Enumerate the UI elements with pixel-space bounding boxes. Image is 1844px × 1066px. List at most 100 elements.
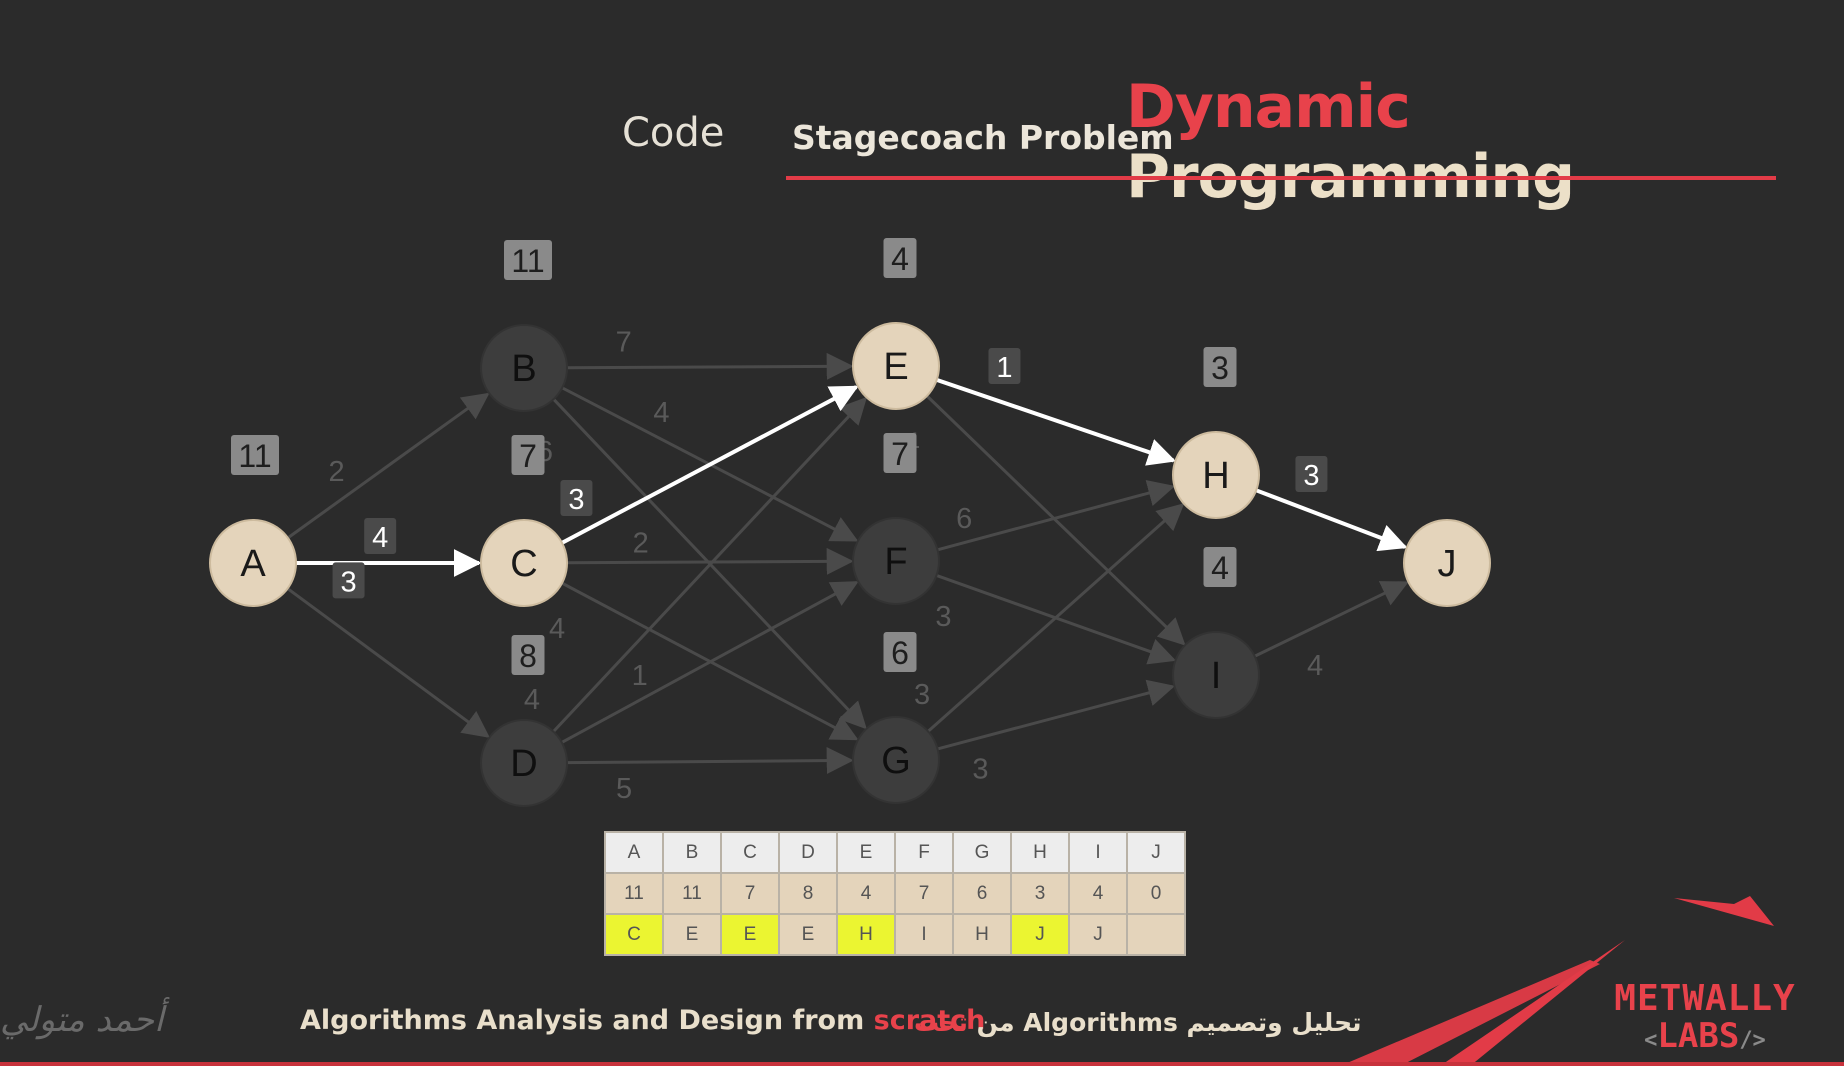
cost-value-G: 6 — [891, 635, 909, 671]
node-B — [480, 324, 568, 412]
edge-C-E — [561, 385, 859, 545]
edge-weight-B-F: 4 — [653, 397, 669, 429]
cost-value-C: 7 — [519, 438, 537, 474]
edge-A-D — [286, 587, 490, 738]
cost-badge-C — [511, 435, 545, 475]
edge-G-I — [937, 679, 1176, 751]
edge-I-J — [1254, 581, 1409, 658]
logo-wing-icon — [1674, 896, 1774, 926]
cost-value-A: 11 — [238, 438, 271, 474]
edge-weight-G-I: 3 — [972, 754, 988, 786]
edge-H-J — [1255, 488, 1408, 552]
dp-header-cell-B: B — [662, 831, 722, 874]
edge-G-H — [927, 503, 1185, 733]
edge-weight-A-D: 3 — [341, 566, 357, 598]
edge-B-E — [566, 352, 854, 380]
title-word-dynamic: Dynamic — [1126, 72, 1411, 142]
edge-weight-C-E: 3 — [568, 484, 584, 516]
dp-next-cell-B: E — [662, 913, 722, 956]
edge-weight-A-B: 2 — [329, 456, 345, 488]
dp-next-cell-C: E — [720, 913, 780, 956]
cost-value-E: 4 — [891, 241, 909, 277]
node-I — [1172, 631, 1260, 719]
logo-streak-icon — [1340, 940, 1625, 1066]
node-H — [1172, 431, 1260, 519]
weight-box-H-J — [1295, 455, 1328, 492]
node-label-I: I — [1211, 655, 1222, 697]
weight-box-A-C — [364, 518, 397, 554]
node-D — [480, 719, 568, 807]
edge-weight-I-J: 4 — [1307, 650, 1323, 682]
dp-next-cell-I: J — [1068, 913, 1128, 956]
lecture-subtitle: Stagecoach Problem — [792, 118, 1174, 157]
node-label-F: F — [884, 541, 907, 583]
node-label-B: B — [511, 348, 536, 390]
footer-course-title: Algorithms Analysis and Design from scra… — [300, 1005, 985, 1036]
edge-weight-D-F: 1 — [632, 660, 648, 692]
dp-next-cell-G: H — [952, 913, 1012, 956]
author-signature: أحمد متولي — [0, 1000, 164, 1040]
edge-D-F — [561, 581, 859, 744]
node-E — [852, 322, 940, 410]
edge-A-B — [287, 392, 490, 540]
edge-weight-D-G: 5 — [616, 773, 632, 805]
dp-header-cell-F: F — [894, 831, 954, 874]
node-label-C: C — [510, 543, 537, 585]
cost-badge-D — [511, 635, 545, 675]
edge-weight-C-G: 4 — [549, 613, 565, 645]
tab-code[interactable]: Code — [622, 110, 725, 156]
edge-weight-C-F: 2 — [633, 527, 649, 559]
dp-header-cell-G: G — [952, 831, 1012, 874]
edge-weight-F-H: 6 — [956, 503, 972, 535]
dp-cost-cell-G: 6 — [952, 872, 1012, 915]
node-F — [852, 517, 940, 605]
node-J — [1403, 519, 1491, 607]
dp-cost-cell-B: 11 — [662, 872, 722, 915]
dp-next-cell-J — [1126, 913, 1186, 956]
cost-badge-I — [1203, 547, 1237, 587]
weight-box-E-H — [988, 348, 1021, 385]
dp-cost-cell-H: 3 — [1010, 872, 1070, 915]
edge-D-G — [566, 747, 854, 775]
edge-E-H — [936, 377, 1177, 466]
dp-cost-cell-I: 4 — [1068, 872, 1128, 915]
dp-header-cell-A: A — [604, 831, 664, 874]
weight-box-C-E — [560, 480, 593, 517]
edge-weight-A-C: 4 — [372, 522, 388, 554]
edge-F-H — [937, 479, 1176, 552]
dp-header-cell-C: C — [720, 831, 780, 874]
edge-weight-E-H: 1 — [996, 352, 1012, 384]
cost-badge-H — [1203, 347, 1237, 387]
metwally-labs-logo: METWALLY <LABS/> — [1600, 980, 1810, 1059]
edge-weight-B-E: 7 — [616, 326, 632, 358]
edge-weight-F-I: 3 — [935, 601, 951, 633]
node-C — [480, 519, 568, 607]
cost-value-F: 7 — [891, 436, 909, 472]
footer-course-title-accent: scratch — [873, 1005, 986, 1036]
cost-value-I: 4 — [1211, 550, 1229, 586]
dp-cost-cell-J: 0 — [1126, 872, 1186, 915]
bottom-rule — [0, 1062, 1844, 1066]
edge-E-I — [925, 394, 1186, 646]
dp-header-cell-H: H — [1010, 831, 1070, 874]
node-label-G: G — [881, 740, 911, 782]
dp-cost-cell-C: 7 — [720, 872, 780, 915]
node-G — [852, 716, 940, 804]
dp-header-cell-E: E — [836, 831, 896, 874]
node-A — [209, 519, 297, 607]
cost-value-H: 3 — [1211, 350, 1229, 386]
dp-cost-cell-A: 11 — [604, 872, 664, 915]
dp-header-cell-J: J — [1126, 831, 1186, 874]
footer-arabic-title: تحليل وتصميم Algorithms من تحت — [914, 1008, 1362, 1037]
node-label-E: E — [883, 346, 908, 388]
dp-header-cell-I: I — [1068, 831, 1128, 874]
footer-arabic-main: تحليل وتصميم Algorithms من — [967, 1008, 1362, 1037]
dp-cost-cell-D: 8 — [778, 872, 838, 915]
node-label-D: D — [510, 743, 537, 785]
logo-line1: METWALLY — [1614, 978, 1796, 1019]
dp-cost-cell-F: 7 — [894, 872, 954, 915]
